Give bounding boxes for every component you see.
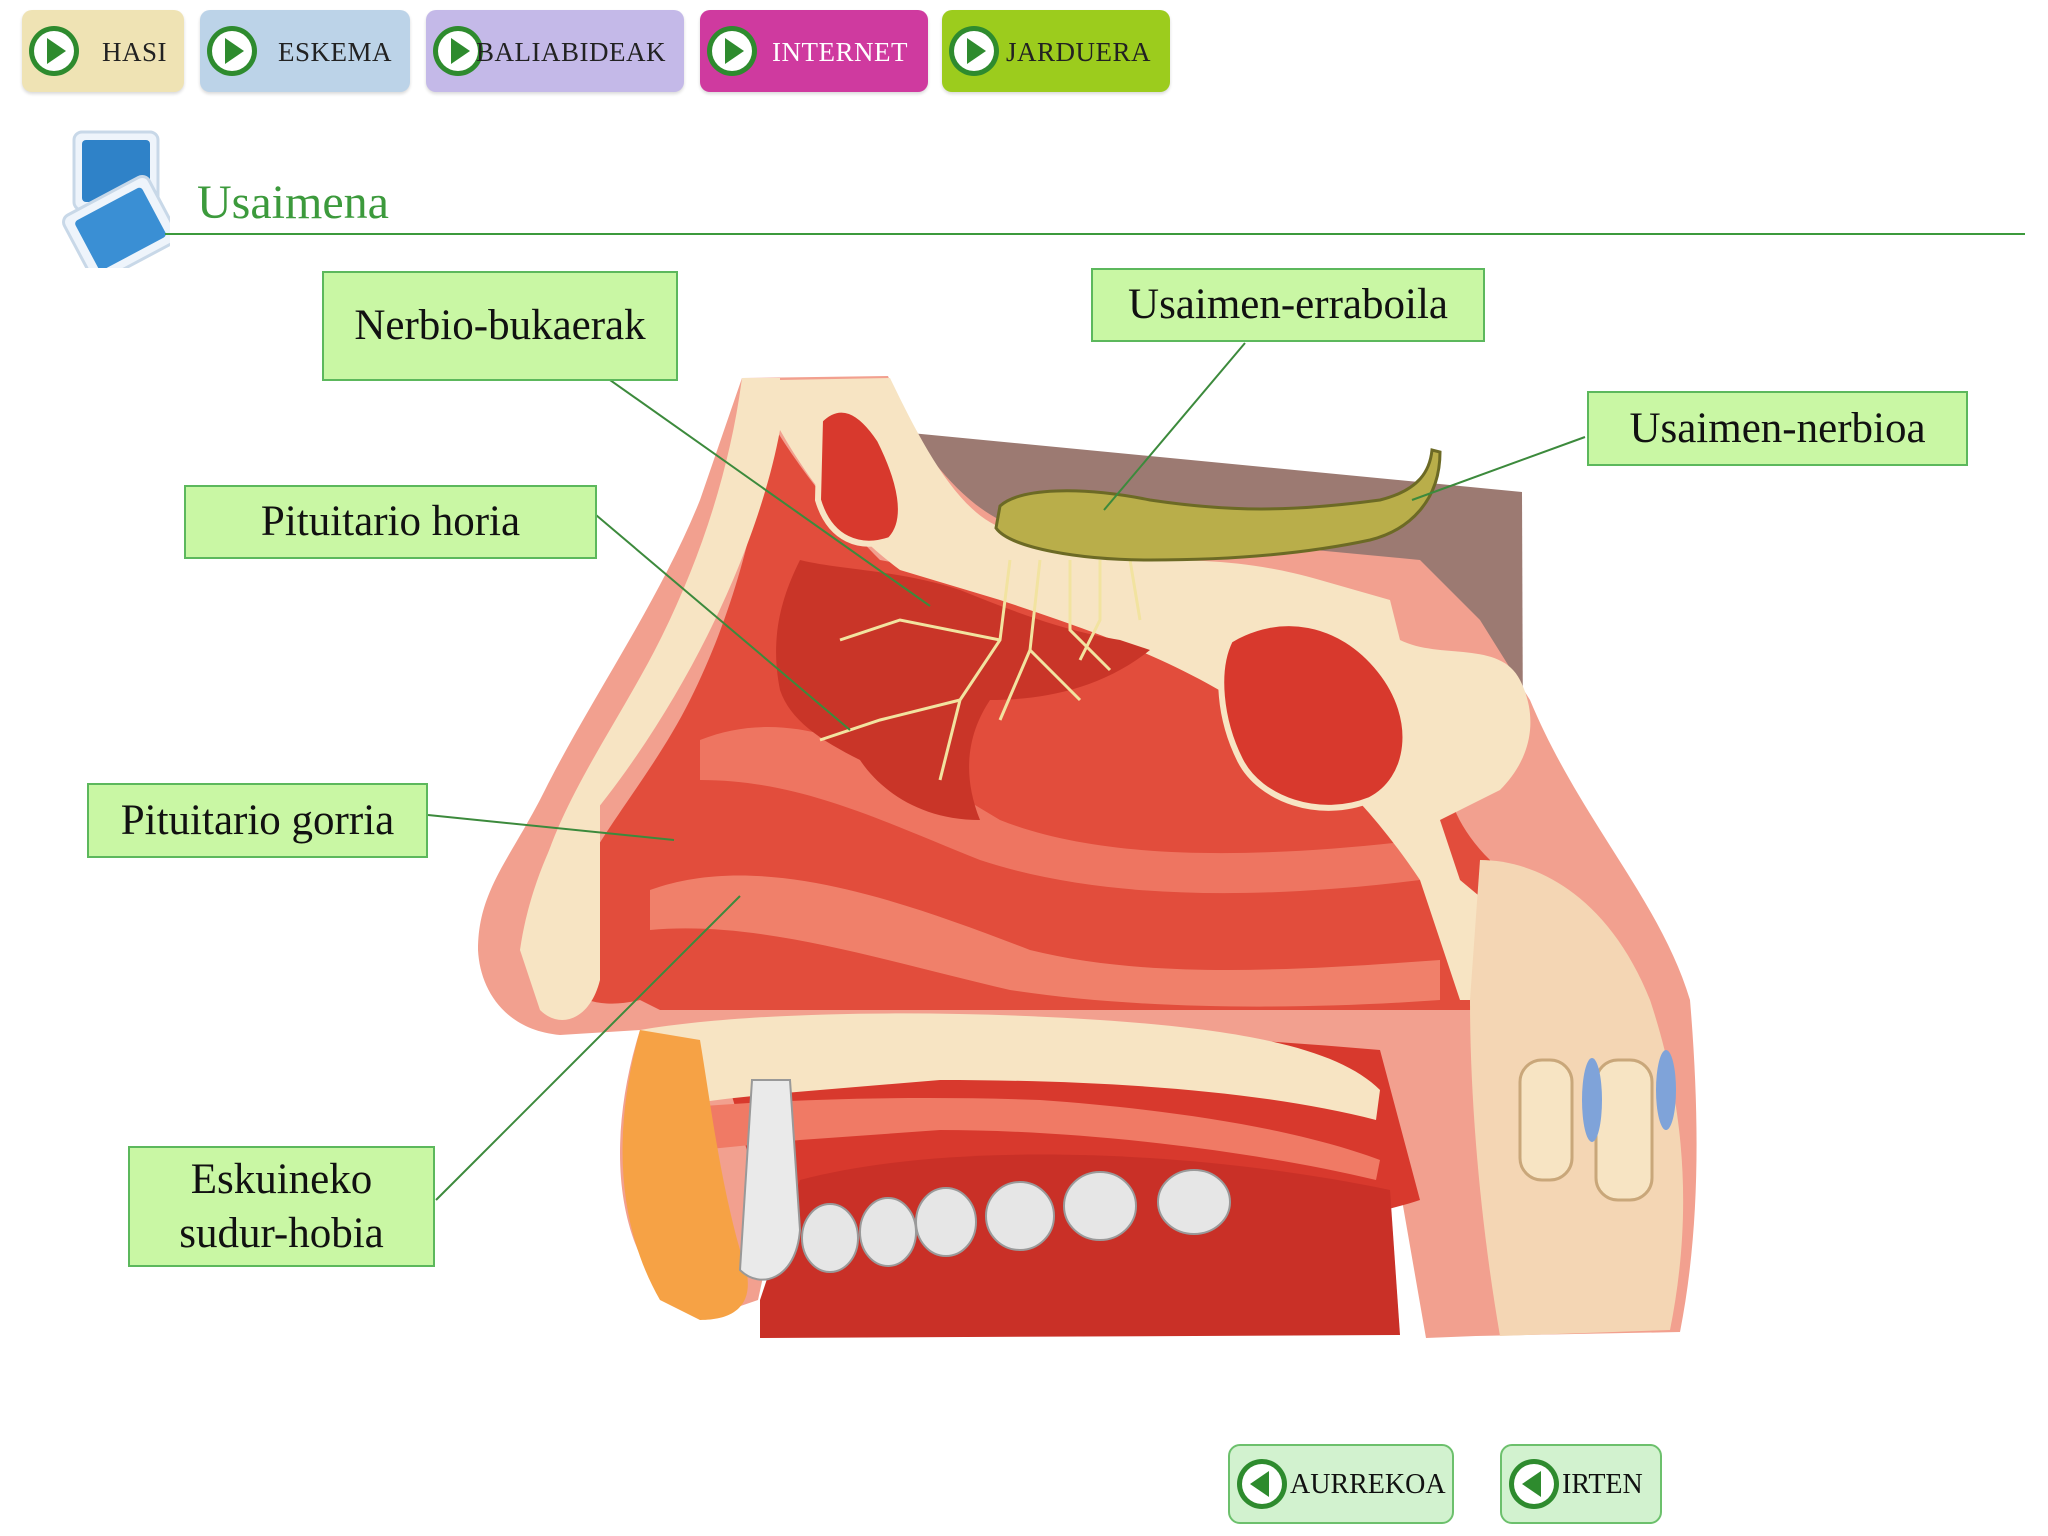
play-icon — [29, 26, 79, 76]
play-icon — [707, 26, 757, 76]
label-text: Usaimen-nerbioa — [1629, 404, 1926, 452]
play-icon — [433, 26, 483, 76]
label-text-line2: sudur-hobia — [179, 1209, 384, 1257]
nav-label: ESKEMA — [278, 37, 393, 67]
nav-label: JARDUERA — [1006, 37, 1152, 67]
title-divider — [165, 233, 2025, 235]
label-usaimen-erraboila: Usaimen-erraboila — [1091, 268, 1485, 342]
label-text: Pituitario horia — [260, 498, 521, 546]
windows-icon — [62, 130, 170, 268]
label-eskuineko-sudur-hobia: Eskuineko sudur-hobia — [128, 1146, 435, 1267]
nav-label: HASI — [102, 37, 168, 67]
previous-label: AURREKOA — [1290, 1469, 1446, 1500]
exit-button[interactable]: IRTEN — [1500, 1444, 1662, 1524]
nav-button-internet[interactable]: INTERNET — [700, 10, 928, 92]
previous-button[interactable]: AURREKOA — [1228, 1444, 1454, 1524]
nav-label: BALIABIDEAK — [476, 37, 666, 67]
label-text: Nerbio-bukaerak — [354, 302, 646, 350]
label-text: Usaimen-erraboila — [1128, 281, 1448, 329]
nav-button-hasi[interactable]: HASI — [22, 10, 184, 92]
label-nerbio-bukaerak: Nerbio-bukaerak — [322, 271, 678, 381]
nav-button-eskema[interactable]: ESKEMA — [200, 10, 410, 92]
play-icon — [949, 26, 999, 76]
label-usaimen-nerbioa: Usaimen-nerbioa — [1587, 391, 1968, 466]
label-text-line1: Eskuineko — [190, 1155, 373, 1203]
play-icon — [207, 26, 257, 76]
label-text: Pituitario gorria — [120, 796, 395, 844]
page-title: Usaimena — [197, 176, 389, 229]
label-pituitario-gorria: Pituitario gorria — [87, 783, 428, 858]
nav-button-baliabideak[interactable]: BALIABIDEAK — [426, 10, 684, 92]
label-pituitario-horia: Pituitario horia — [184, 485, 597, 559]
nav-button-jarduera[interactable]: JARDUERA — [942, 10, 1170, 92]
exit-label: IRTEN — [1562, 1469, 1643, 1500]
back-arrow-icon — [1509, 1459, 1559, 1509]
back-arrow-icon — [1237, 1459, 1287, 1509]
nav-label: INTERNET — [772, 37, 908, 67]
